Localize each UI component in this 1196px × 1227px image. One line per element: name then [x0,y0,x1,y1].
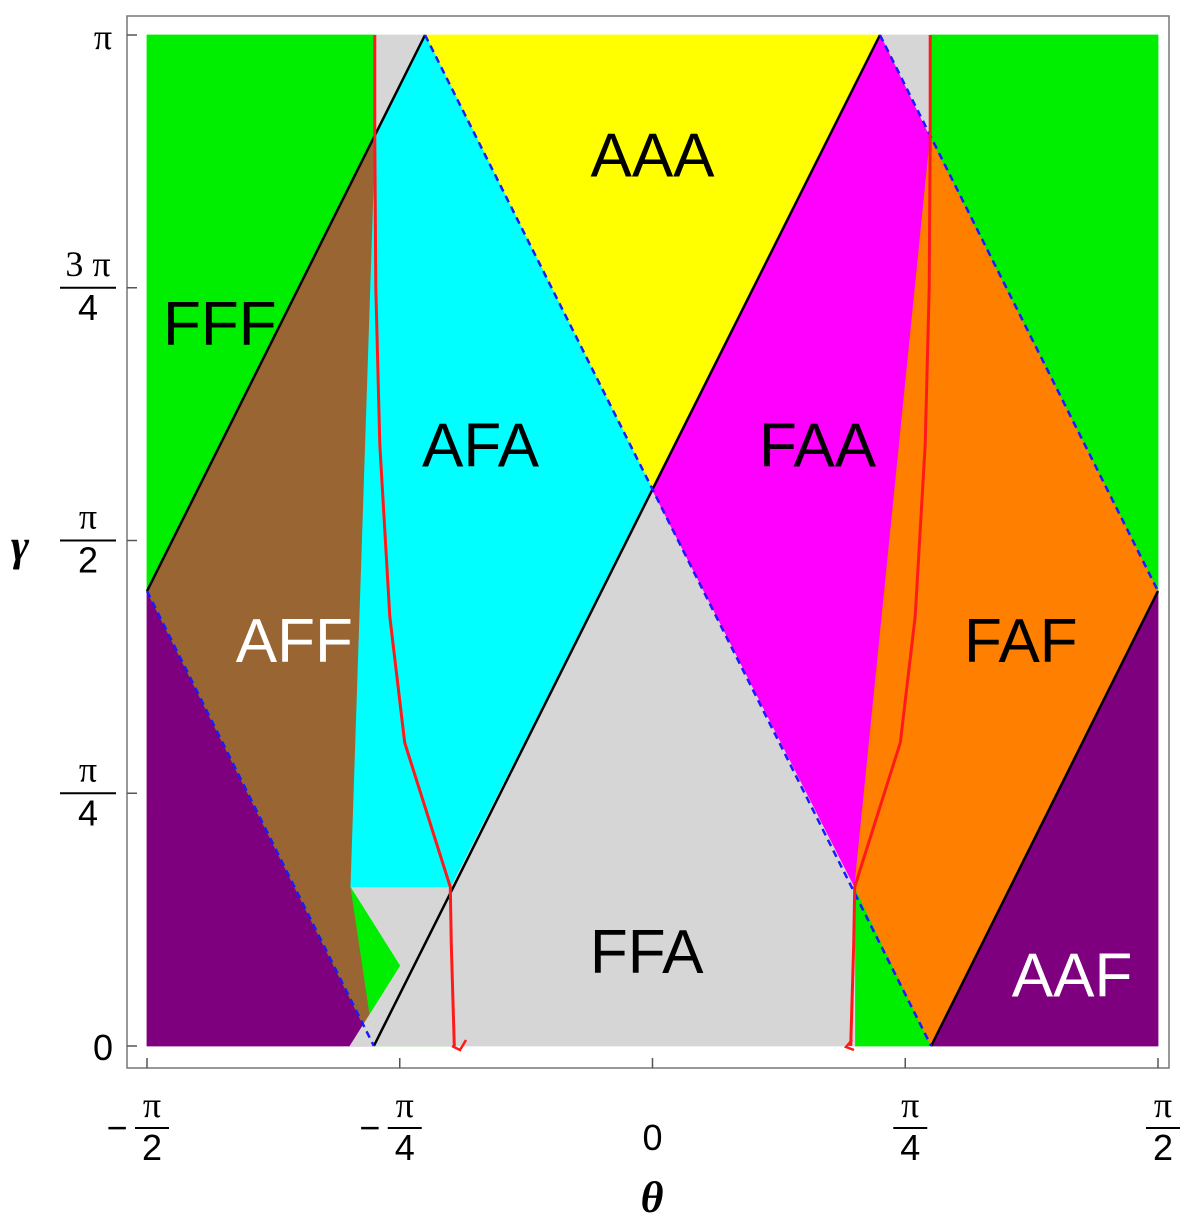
region-ffa [349,886,856,1047]
x-tick-label: π4 [893,1085,928,1168]
y-tick-label: 0 [93,1027,113,1068]
x-tick-label: π2− [106,1085,169,1168]
x-tick-sign: − [359,1107,380,1148]
x-tick-sign: − [106,1107,127,1148]
region-label-aaa: AAA [590,122,715,191]
dashed-boundary-line-6 [878,34,1160,592]
red-curve-left [373,35,456,1047]
region-label-aff: AFF [236,607,353,676]
y-tick-denominator: 2 [78,540,98,581]
region-labels: AAA AFA FAA FFF AFF FAF FFA AAF [163,122,1132,1011]
x-tick-denominator: 4 [395,1127,415,1168]
y-axis-title: γ [11,521,30,570]
frame-box [126,15,1170,1069]
region-label-afa: AFA [422,411,540,480]
x-tick-numerator: π [1154,1085,1172,1125]
red-curve-right-arrow [843,1039,855,1052]
y-tick-label: π4 [60,749,116,833]
y-tick-label: π [94,17,112,57]
red-curve-right [849,35,932,1047]
region-label-fff: FFF [163,290,277,359]
dashed-boundary-line-4 [145,590,375,1047]
x-tick-denominator: 2 [1153,1127,1173,1168]
x-tick-numerator: π [901,1085,919,1125]
y-tick-numerator: 3 π [65,244,110,284]
y-tick-label: 3 π4 [60,244,116,328]
x-axis-title: θ [641,1173,664,1222]
y-tick-label: π2 [60,497,116,581]
x-tick-label: π4− [359,1085,422,1168]
x-tick-numerator: π [396,1085,414,1125]
y-tick-numerator: π [79,497,97,537]
solid-boundary-line-2 [372,34,882,1047]
solid-boundary-line-1 [145,34,427,592]
dashed-boundary-line-5 [423,34,933,1047]
region-label-faa: FAA [759,411,877,480]
y-tick-denominator: 4 [78,792,98,833]
y-tick-numerator: π [79,749,97,789]
solid-boundary-line-3 [930,590,1160,1047]
red-curve-left-arrow [451,1039,468,1052]
x-tick-label: 0 [642,1117,662,1158]
x-tick-denominator: 4 [900,1127,920,1168]
x-tick-numerator: π [143,1085,161,1125]
region-label-aaf: AAF [1012,941,1133,1010]
x-tick-label: π2 [1146,1085,1180,1168]
region-label-ffa: FFA [590,918,704,987]
plot-frame [126,15,1170,1069]
x-tick-denominator: 2 [142,1127,162,1168]
y-tick-denominator: 4 [78,287,98,328]
curves-layer [373,35,932,1052]
region-label-faf: FAF [964,607,1078,676]
lines-layer [145,34,1160,1047]
